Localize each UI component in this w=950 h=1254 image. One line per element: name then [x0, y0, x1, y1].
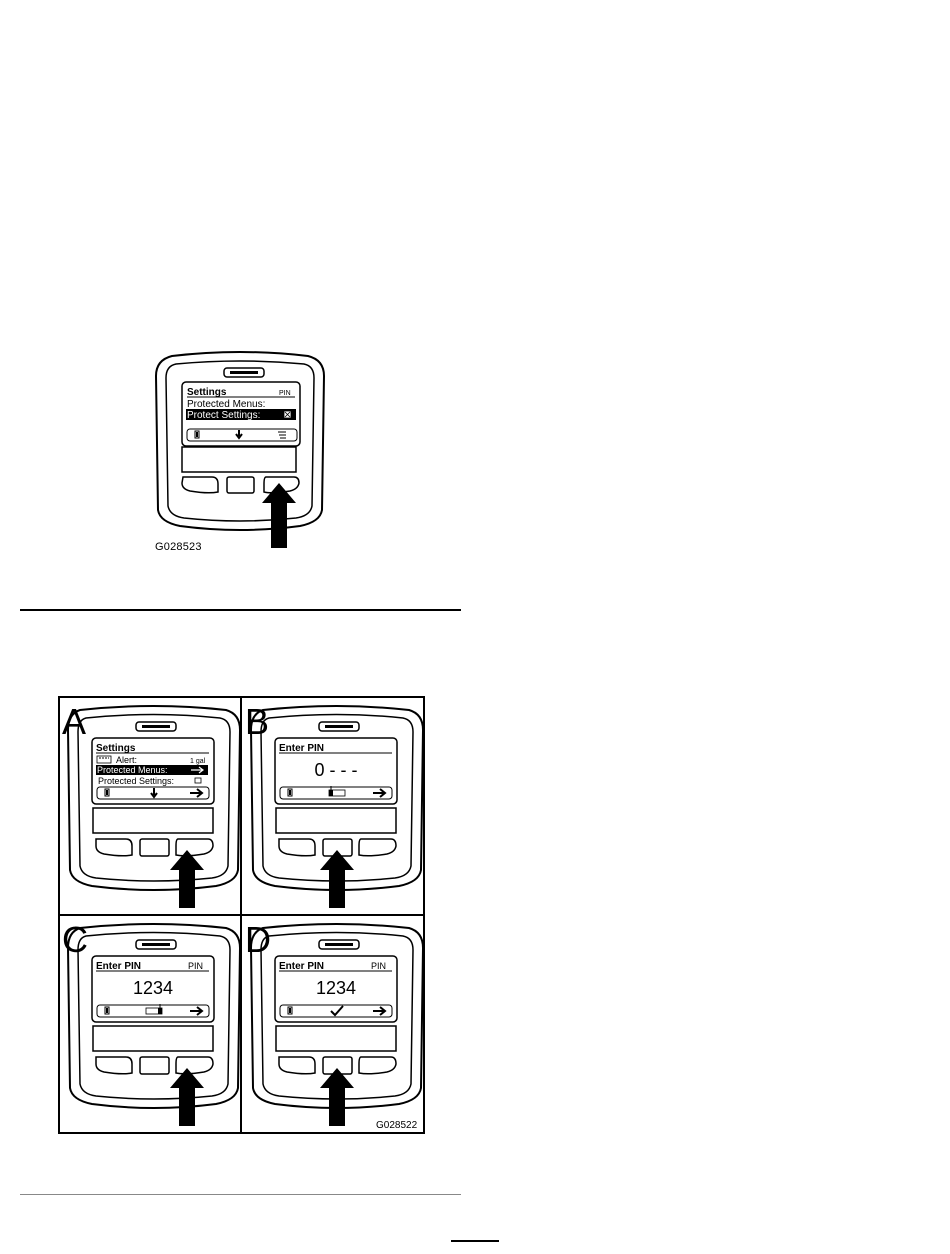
lcd-row-protect-settings: Protect Settings: — [187, 410, 260, 421]
tank-icon — [97, 756, 111, 763]
panel-a-alert-label: Alert: — [116, 755, 137, 765]
panel-c-title-badge: PIN — [188, 961, 203, 971]
panel-b: Enter PIN 0 - - - B — [245, 701, 423, 908]
figure-1-device-illustration: Settings PIN Protected Menus: Protect Se… — [150, 350, 330, 555]
figure-2-pin-entry-illustration: Settings Alert: 1 gal Protected Menus: P… — [58, 696, 425, 1134]
panel-c: Enter PIN PIN 1234 C — [62, 919, 240, 1126]
panel-a-protected-settings: Protected Settings: — [98, 776, 174, 786]
figure-2-code: G028522 — [376, 1120, 418, 1131]
lcd-row-protected-menus: Protected Menus: — [187, 399, 265, 410]
bottom-divider — [20, 1194, 461, 1195]
middle-button — [227, 477, 254, 493]
panel-c-title: Enter PIN — [96, 961, 141, 972]
panel-c-pin: 1234 — [133, 978, 173, 998]
panel-a-letter: A — [62, 701, 86, 742]
panel-d-title: Enter PIN — [279, 961, 324, 972]
lcd-title: Settings — [187, 387, 227, 398]
lcd-title-badge: PIN — [279, 390, 291, 397]
panel-d-title-badge: PIN — [371, 961, 386, 971]
panel-a: Settings Alert: 1 gal Protected Menus: P… — [62, 701, 240, 908]
exit-icon — [195, 431, 199, 438]
panel-b-letter: B — [245, 701, 269, 742]
panel-d-letter: D — [245, 919, 271, 960]
panel-a-title: Settings — [96, 743, 136, 754]
panel-b-pin: 0 - - - — [315, 760, 358, 780]
page-footer-rule — [451, 1240, 499, 1242]
panel-a-alert-value: 1 gal — [190, 758, 206, 765]
panel-d-pin: 1234 — [316, 978, 356, 998]
panel-b-title: Enter PIN — [279, 743, 324, 754]
section-divider — [20, 609, 461, 611]
panel-c-letter: C — [62, 919, 88, 960]
panel-d: Enter PIN PIN 1234 D — [245, 919, 423, 1126]
figure-1-code: G028523 — [155, 541, 202, 553]
lower-window — [182, 447, 296, 472]
panel-a-protected-menus: Protected Menus: — [97, 765, 168, 775]
left-button — [182, 477, 218, 493]
checkbox-icon — [195, 778, 201, 783]
